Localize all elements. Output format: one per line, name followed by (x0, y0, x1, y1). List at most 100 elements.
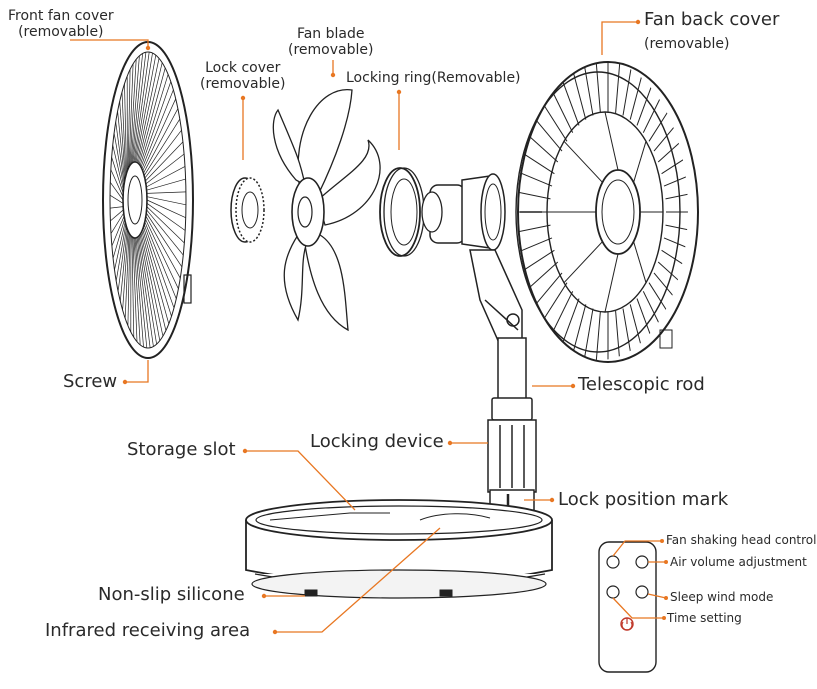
grille-rib (536, 120, 563, 152)
grille-spoke (124, 83, 127, 174)
grille-rib (584, 67, 594, 116)
leader-dots (122, 19, 668, 635)
grille-spoke (135, 55, 157, 163)
motor-part (421, 173, 506, 251)
grille-spoke (142, 229, 170, 324)
label-fan-back-cover: Fan back cover (644, 9, 780, 30)
grille-rib (524, 249, 555, 270)
grille-rib (518, 191, 551, 200)
grille-spoke (146, 203, 186, 231)
fan-base (245, 499, 553, 599)
locking-ring-part (379, 167, 425, 257)
grille-spoke (124, 232, 130, 319)
grille-spoke (133, 237, 141, 345)
grille-strut (633, 141, 647, 183)
grille-spoke (143, 118, 181, 176)
grille-spoke (145, 215, 181, 279)
label-lock-cover: Lock cover (removable) (200, 60, 286, 93)
remote-btn-shake (606, 555, 620, 569)
grille-rib (595, 63, 601, 113)
grille-rib (518, 224, 551, 233)
grille-spoke (119, 229, 128, 302)
grille-rib (520, 237, 553, 252)
grille-rib (520, 172, 553, 187)
grille-strut (604, 111, 619, 171)
label-storage-slot: Storage slot (127, 439, 236, 460)
grille-rib (552, 291, 574, 332)
grille-spoke (138, 67, 166, 165)
front-cover-clip (183, 274, 192, 304)
grille-spoke (141, 231, 167, 331)
grille-spoke (114, 221, 126, 270)
grille-spoke (141, 89, 174, 170)
grille-spoke (110, 182, 124, 201)
neck-bracket (469, 249, 523, 346)
grille-spoke (115, 121, 125, 184)
grille-spoke (146, 191, 186, 194)
grille-rib (543, 105, 568, 142)
grille-spoke (132, 237, 138, 342)
grille-rib (562, 81, 580, 126)
grille-strut (604, 253, 619, 313)
lock-cover-part (230, 177, 265, 243)
grille-rib (543, 282, 568, 319)
grille-spoke (122, 231, 129, 311)
grille-spoke (145, 153, 185, 185)
grille-spoke (112, 218, 125, 259)
grille-spoke (131, 53, 143, 164)
grille-rib (665, 191, 688, 200)
grille-spoke (133, 52, 150, 163)
grille-rib (615, 63, 621, 113)
grille-strut (563, 241, 603, 284)
grille-spoke (111, 215, 125, 247)
grille-spoke (146, 166, 186, 188)
grille-rib (642, 92, 664, 133)
grille-rib (573, 304, 587, 351)
grille-spoke (130, 55, 140, 165)
grille-spoke (115, 224, 127, 281)
grille-spoke (135, 237, 148, 348)
grille-spoke (117, 226, 127, 292)
grille-spoke (111, 156, 124, 194)
grille-rib (536, 272, 563, 304)
label-telescopic-rod: Telescopic rod (578, 374, 705, 395)
grille-spoke (109, 194, 124, 204)
grille-spoke (137, 62, 163, 164)
grille-spoke (144, 129, 182, 179)
grille-rib (663, 172, 688, 187)
grille-spoke (134, 237, 144, 347)
grille-spoke (146, 206, 185, 244)
front-fan-cover (102, 41, 194, 359)
grille-rib (629, 73, 643, 120)
label-fan-back-cover-note: (removable) (644, 36, 730, 52)
label-locking-ring: Locking ring(Removable) (346, 70, 521, 86)
label-non-slip-silicone: Non-slip silicone (98, 584, 245, 605)
grille-rib (529, 261, 559, 288)
label-sleep-wind-mode: Sleep wind mode (670, 590, 774, 604)
grille-spoke (127, 234, 131, 326)
grille-spoke (110, 209, 124, 222)
label-locking-device: Locking device (310, 431, 444, 452)
remote-btn-air (635, 555, 649, 569)
grille-spoke (110, 212, 124, 234)
grille-spoke (144, 221, 177, 299)
grille-rib (636, 81, 654, 126)
grille-spoke (112, 144, 124, 191)
grille-rib (622, 308, 632, 357)
grille-spoke (146, 196, 187, 206)
grille-strut (563, 140, 603, 183)
grille-spoke (143, 108, 179, 174)
grille-strut (633, 241, 647, 283)
grille-rib (524, 154, 555, 175)
grille-spoke (142, 98, 177, 172)
grille-spoke (137, 236, 154, 347)
grille-spoke (134, 53, 153, 163)
grille-spoke (139, 74, 169, 166)
label-air-volume-adjustment: Air volume adjustment (670, 555, 807, 569)
grille-spoke (146, 212, 183, 268)
label-lock-position-mark: Lock position mark (558, 489, 729, 510)
grille-spoke (140, 232, 164, 337)
grille-spoke (146, 209, 184, 256)
leader-lines (70, 21, 667, 633)
